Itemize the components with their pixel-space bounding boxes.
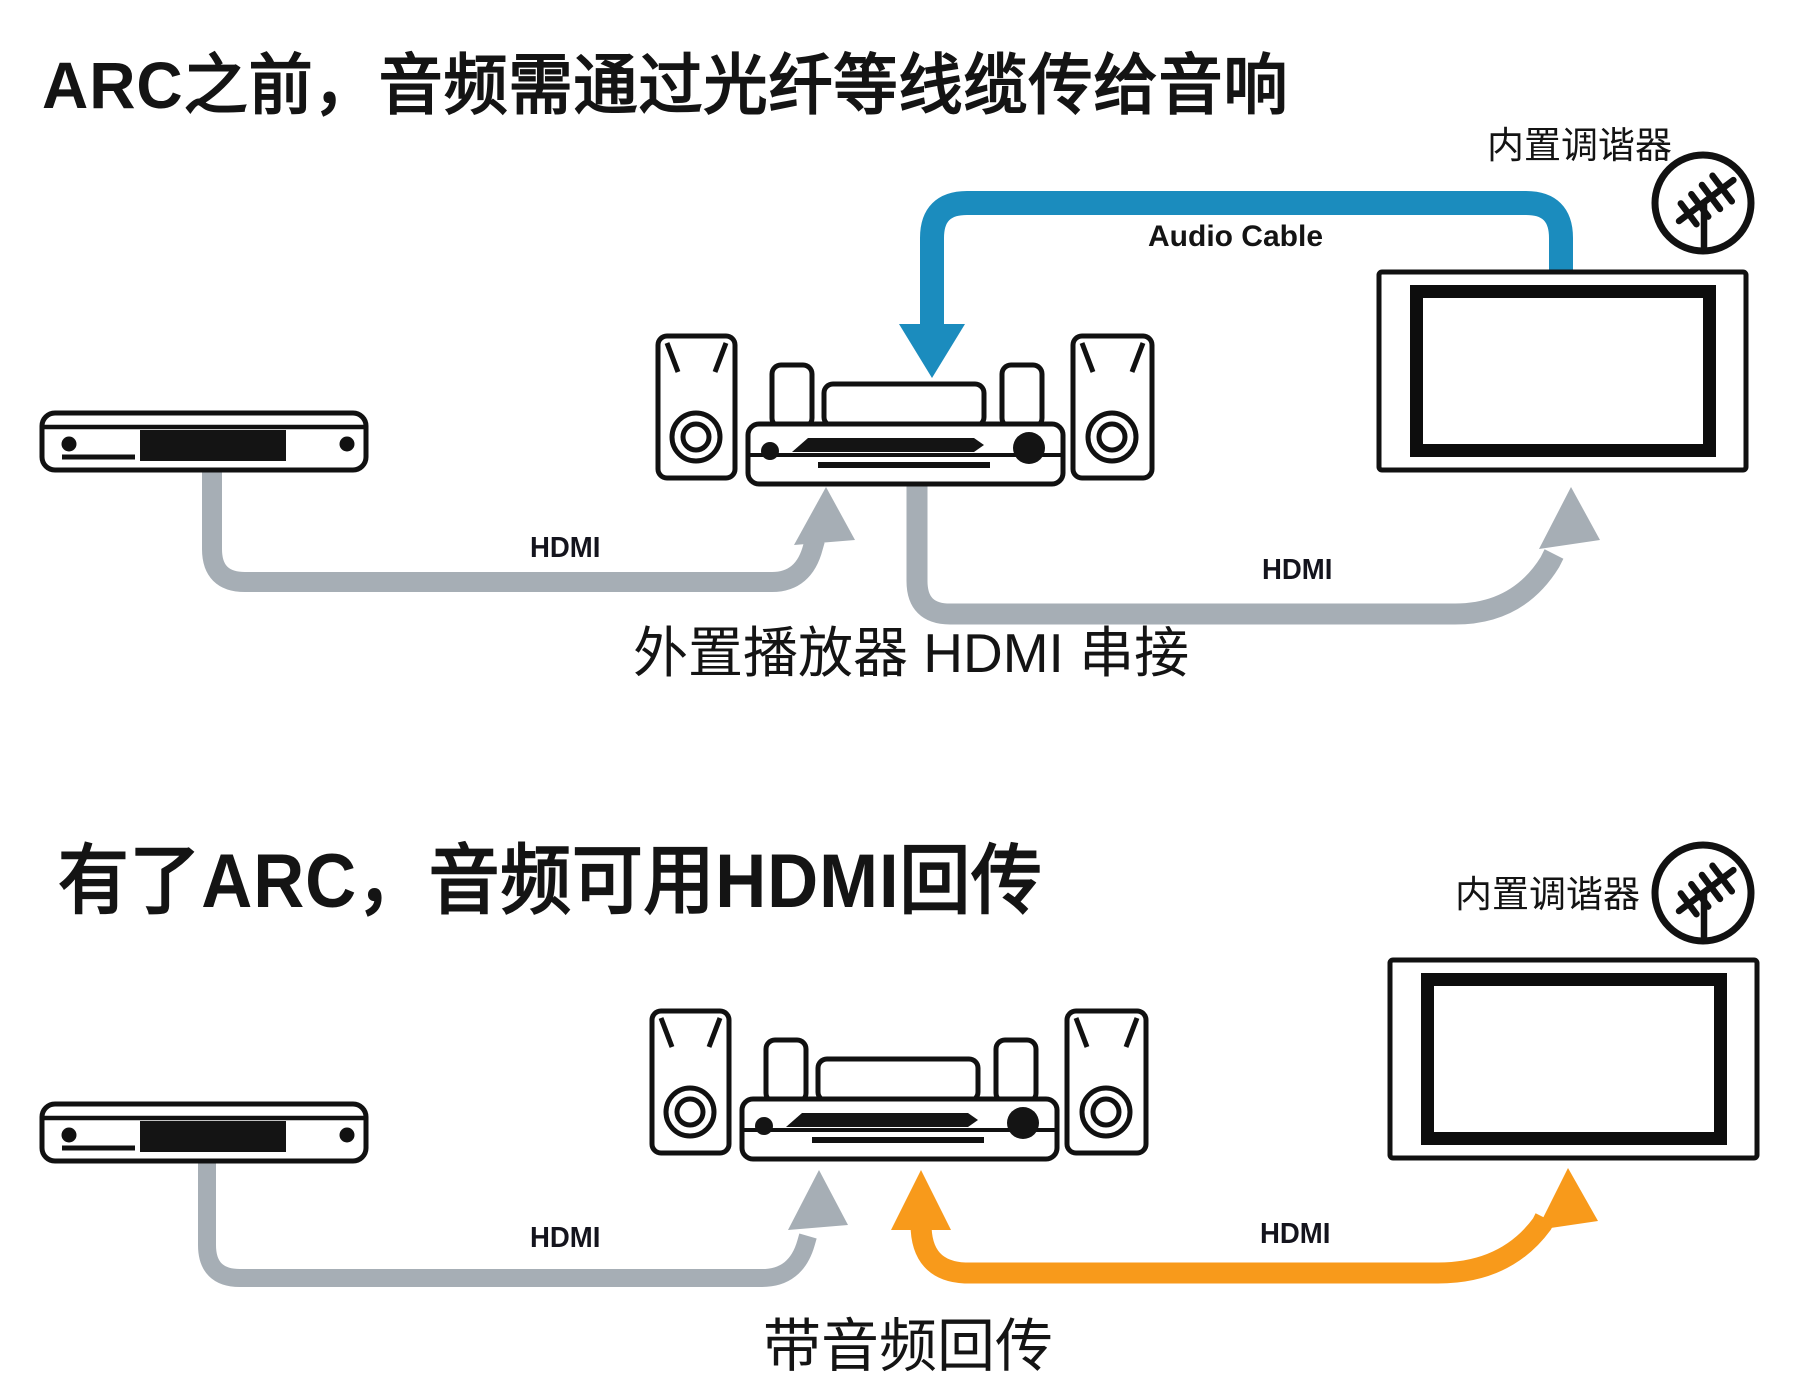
caption-audio-return: 带音频回传 [763,1314,1054,1379]
audio-cable-label: Audio Cable [1148,220,1324,253]
player-device-bottom [42,1104,366,1161]
tv-top [1379,272,1746,470]
home-theater-bottom [652,1011,1146,1159]
section-title-before-arc: ARC之前，音频需通过光纤等线缆传给音响 [42,48,1289,122]
antenna-icon-top [1655,155,1751,251]
section-title-with-arc: 有了ARC，音频可用HDMI回传 [58,839,1043,924]
hdmi-label-top-right: HDMI [1262,554,1333,586]
hdmi-label-top-left: HDMI [530,532,601,564]
hdmi-label-bottom-right: HDMI [1260,1218,1331,1250]
tv-bottom [1390,960,1757,1158]
hdmi-arc-return-arrow [891,1168,1598,1284]
audio-cable-arrow [899,191,1573,378]
built-in-tuner-label-bottom: 内置调谐器 [1455,874,1640,915]
hdmi-arrow-receiver-to-tv-top [906,486,1600,625]
home-theater-top [658,336,1152,484]
player-device-top [42,413,366,470]
hdmi-label-bottom-left: HDMI [530,1222,601,1254]
caption-daisy-chain: 外置播放器 HDMI 串接 [633,622,1190,684]
antenna-icon-bottom [1655,845,1751,941]
hdmi-arrow-player-to-receiver-top [202,464,855,592]
hdmi-arrow-player-to-receiver-bottom [198,1158,848,1287]
built-in-tuner-label-top: 内置调谐器 [1487,125,1672,166]
